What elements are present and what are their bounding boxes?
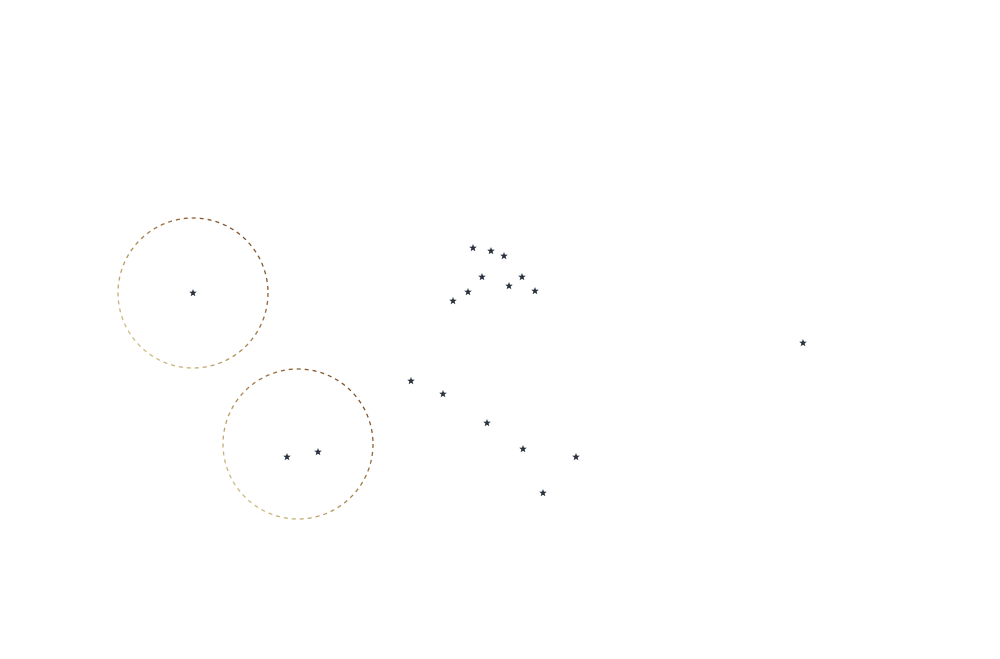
highlight-rings [117,217,374,520]
star-icon [407,377,415,385]
star-icon [283,453,291,461]
star-icon [518,273,526,281]
star-icon [189,289,197,297]
star-icon [449,297,457,305]
dashed-ring [222,368,374,520]
stars [189,244,807,497]
star-icon [464,288,472,296]
star-icon [519,445,527,453]
star-icon [487,247,495,255]
star-icon [799,339,807,347]
star-icon [483,419,491,427]
star-icon [539,489,547,497]
star-icon [314,448,322,456]
star-icon [469,244,477,252]
star-icon [439,390,447,398]
dashed-ring [117,217,269,369]
star-icon [531,287,539,295]
star-icon [478,273,486,281]
star-icon [572,453,580,461]
star-icon [500,252,508,260]
star-icon [505,282,513,290]
